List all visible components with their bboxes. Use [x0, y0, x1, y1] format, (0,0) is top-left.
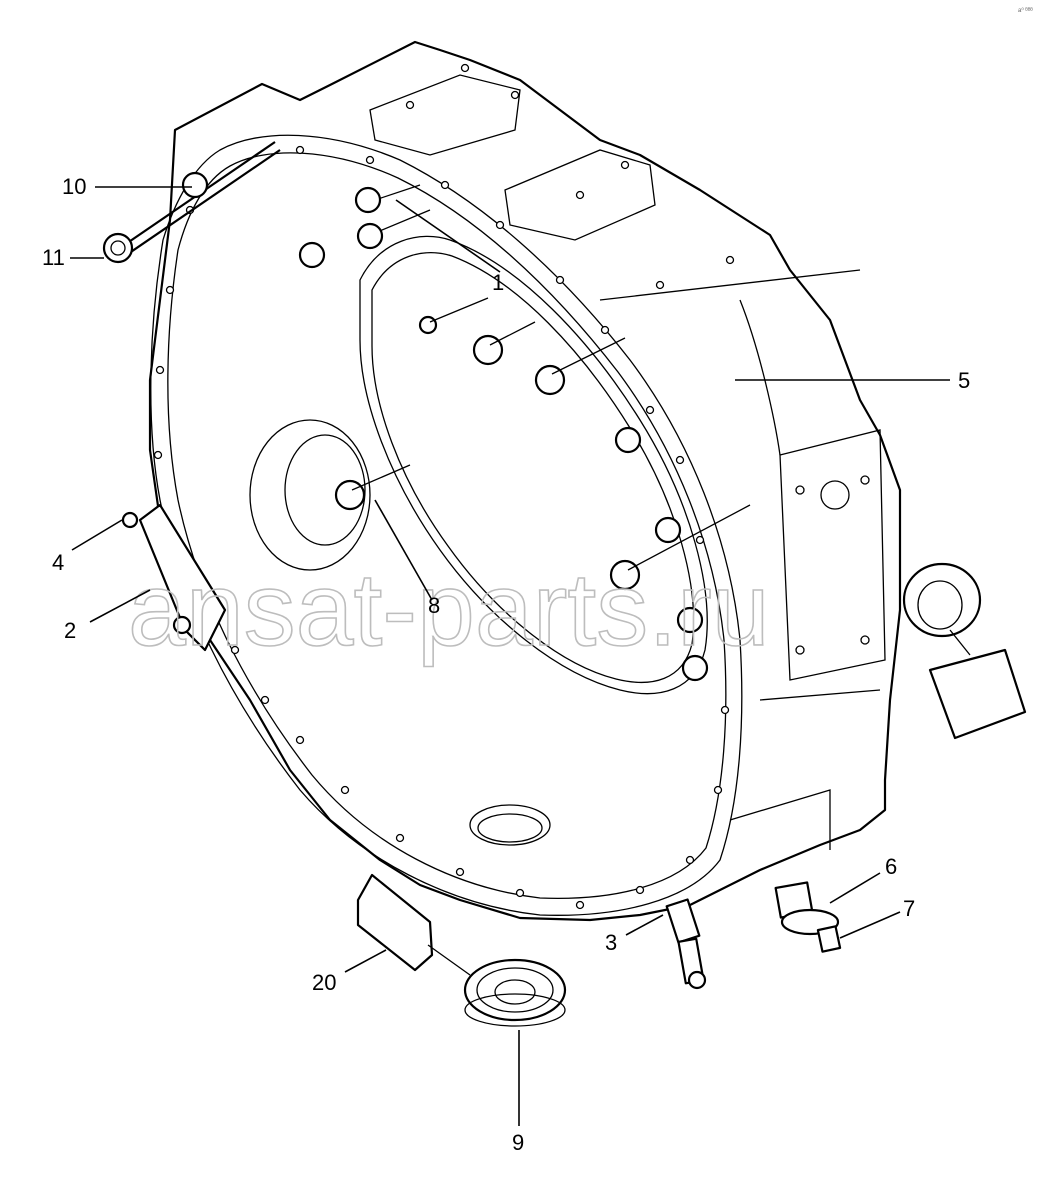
callout-4: 4 [52, 550, 64, 575]
callout-7: 7 [903, 896, 915, 921]
sensor-right [902, 562, 1027, 740]
sensor-lower [356, 873, 567, 1027]
bracket [121, 503, 227, 652]
fittings [665, 881, 842, 990]
watermark-text: ansat-parts.ru [128, 552, 770, 668]
corner-mark: a⁰ ᴮᴮᴮ [1018, 7, 1033, 14]
callout-2: 2 [64, 618, 76, 643]
callout-6: 6 [885, 854, 897, 879]
callout-8: 8 [428, 593, 440, 618]
callout-20: 20 [312, 970, 336, 995]
callout-3: 3 [605, 930, 617, 955]
callout-labels: 10 11 1 5 4 2 8 3 6 7 20 9 [42, 174, 970, 1155]
bolt-with-spacer [102, 141, 281, 264]
leader-lines [70, 186, 950, 1126]
callout-5: 5 [958, 368, 970, 393]
flywheel-housing [148, 40, 902, 922]
callout-11: 11 [42, 245, 65, 270]
callout-10: 10 [62, 174, 86, 199]
callout-1: 1 [492, 270, 504, 295]
callout-9: 9 [512, 1130, 524, 1155]
bolts-1 [298, 184, 751, 682]
